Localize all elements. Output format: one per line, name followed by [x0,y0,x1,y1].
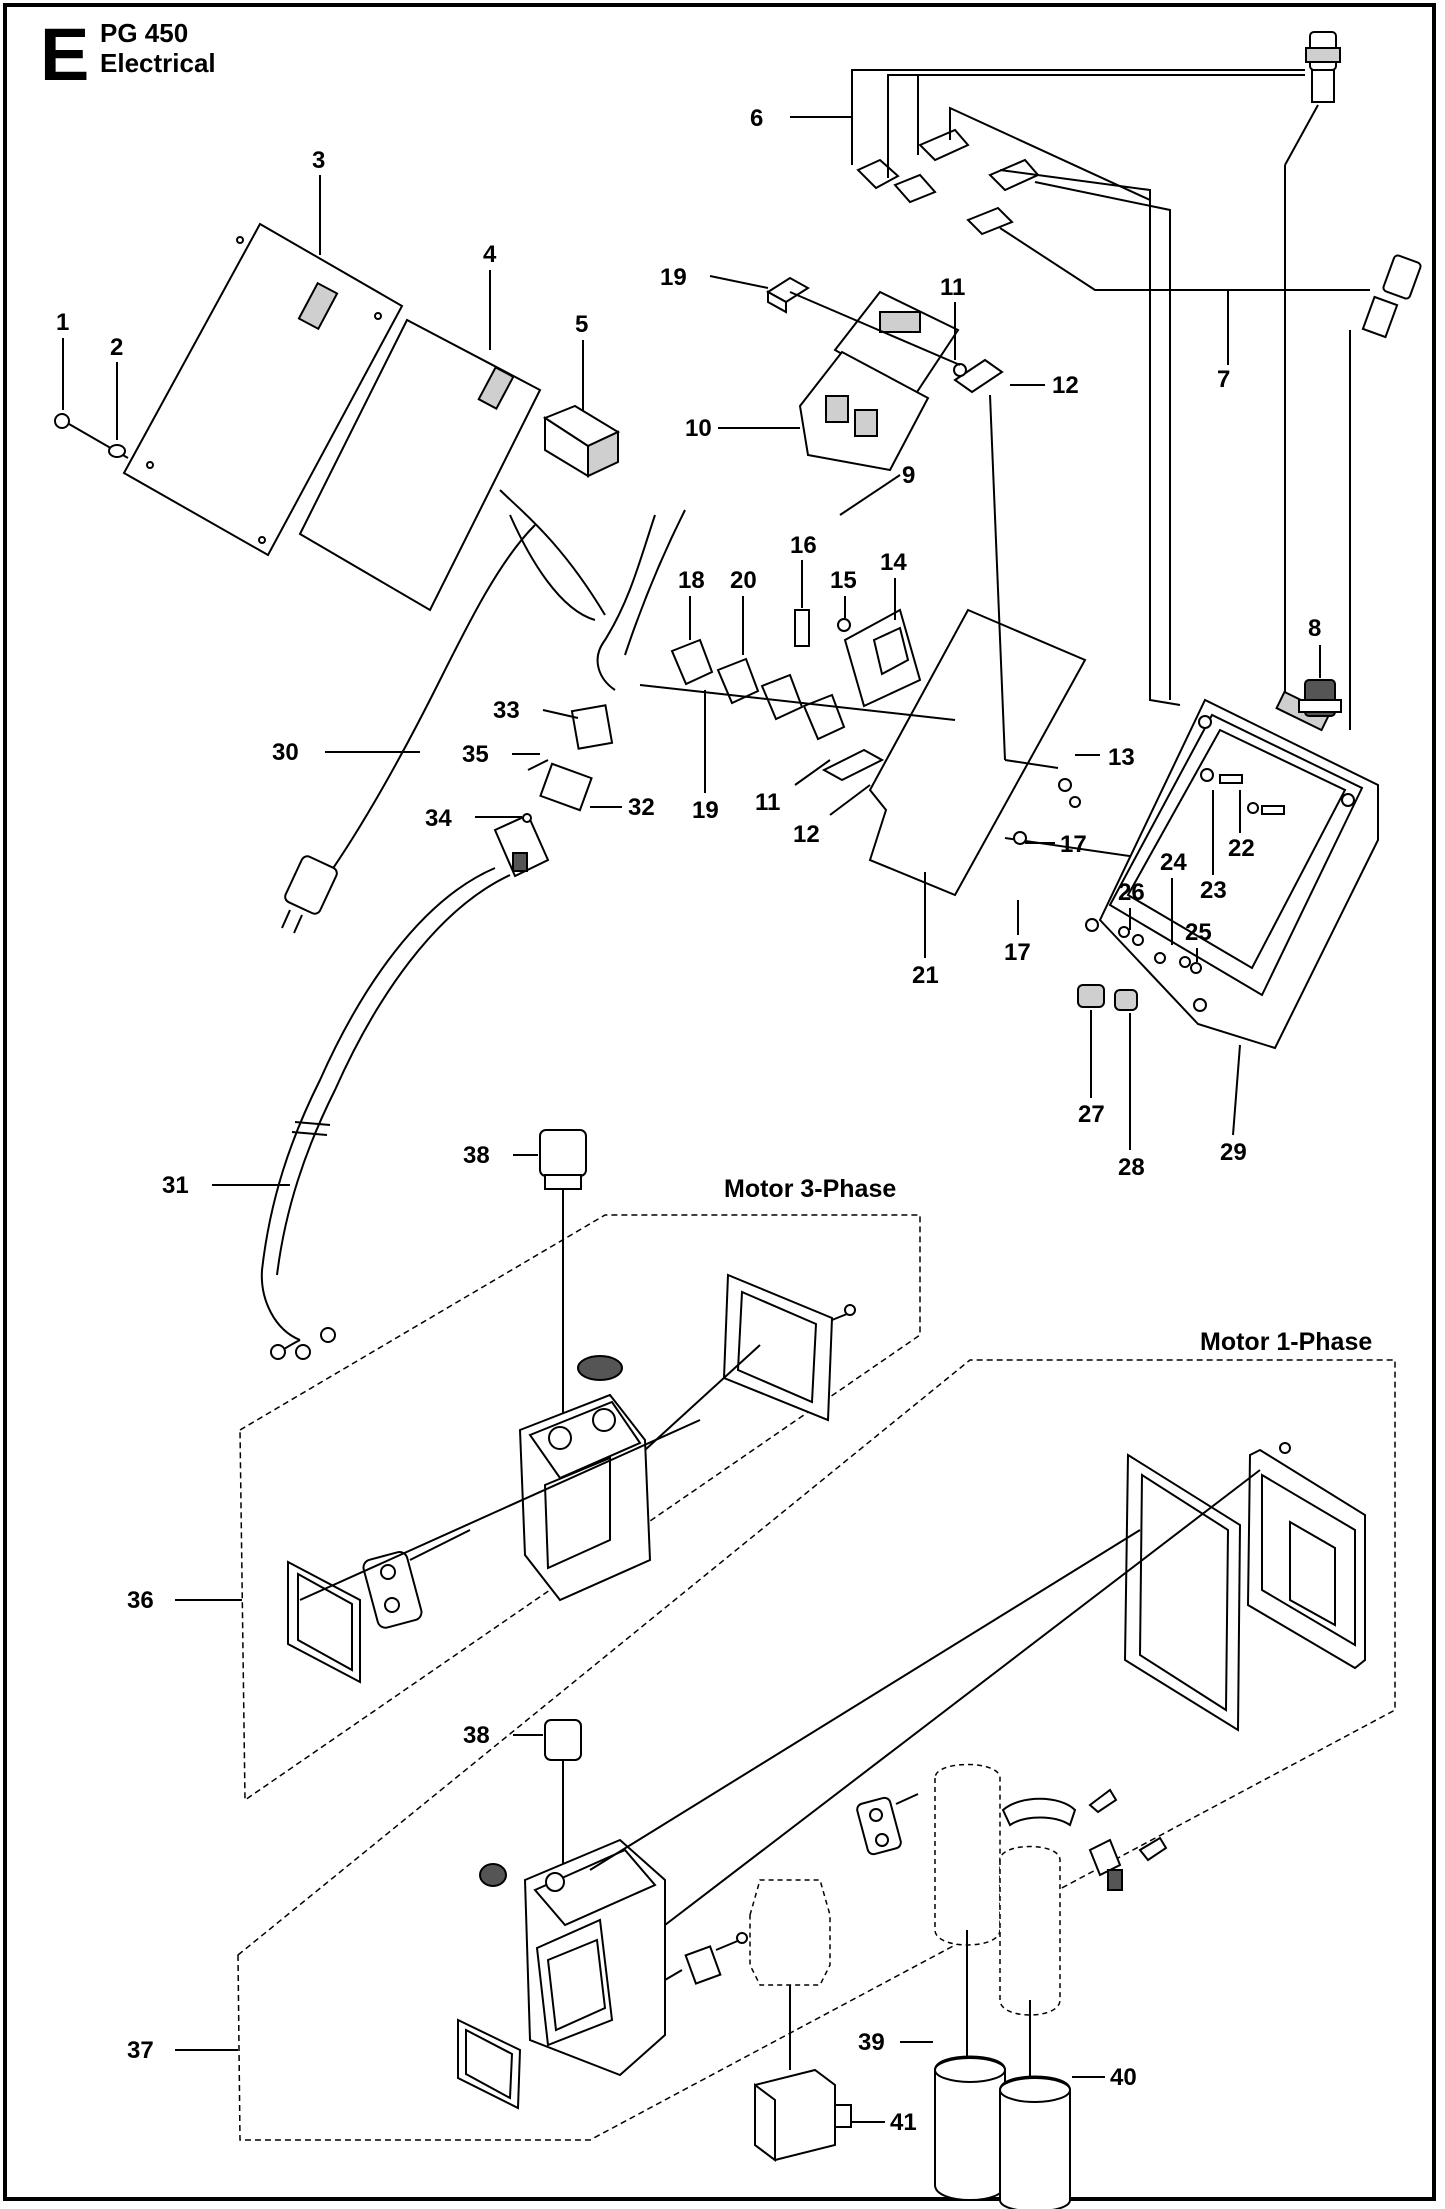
callout-27: 27 [1078,1101,1105,1128]
callout-35: 35 [462,741,489,768]
callout-25: 25 [1185,919,1212,946]
callout-21: 21 [912,962,939,989]
part-capacitor-39 [934,1763,1006,2201]
callout-3: 3 [312,147,325,174]
callout-17b: 17 [1004,939,1031,966]
part-mounting-plate [298,318,542,612]
part-cover-plate [122,222,404,557]
part-glands-27-28 [1077,984,1138,1011]
callout-32: 32 [628,794,655,821]
part-gland-38b [544,1719,582,1880]
callout-12a: 12 [1052,372,1079,399]
part-terminal-block-1-phase [856,1793,919,1856]
callout-11b: 11 [755,789,780,816]
callout-16: 16 [790,532,817,559]
part-switch-cover [542,404,621,478]
callout-26: 26 [1118,879,1145,906]
group-label-motor-3-phase: Motor 3-Phase [724,1175,897,1203]
callout-labels: 1 2 3 4 5 6 7 8 9 10 11 11 12 12 13 14 1… [56,105,1321,2136]
part-connector-7 [1361,254,1422,339]
callout-39: 39 [858,2029,885,2056]
callout-6: 6 [750,105,763,132]
callout-41: 41 [890,2109,917,2136]
part-relay-clip-19a [766,276,810,314]
part-cable-clips [856,128,1040,236]
part-indicator-8 [1298,679,1342,717]
part-mounting-base-plate [868,608,1087,897]
callout-19b: 19 [692,797,719,824]
callout-12b: 12 [793,821,820,848]
part-gasket-frame-1-phase [1123,1453,1242,1732]
callout-10: 10 [685,415,712,442]
part-washer-2 [108,444,126,458]
part-starter-module-41 [749,1879,852,2162]
part-gasket-1-phase [457,2018,522,2110]
callout-19a: 19 [660,264,687,291]
callout-30: 30 [272,739,299,766]
callout-22: 22 [1228,835,1255,862]
callout-29: 29 [1220,1139,1247,1166]
callout-18: 18 [678,567,705,594]
callout-36: 36 [127,1587,154,1614]
part-capacitor-clamps [1001,1788,1168,1891]
section-letter: E [40,13,90,96]
page-frame [3,3,1436,2201]
callout-9: 9 [902,462,915,489]
part-terminal-box-3-phase [518,1355,652,1602]
part-terminal-blocks [670,618,885,782]
callout-38a: 38 [463,1142,490,1169]
callout-37: 37 [127,2037,154,2064]
callout-15: 15 [830,567,857,594]
part-din-rail-12a [953,358,1004,394]
callout-8: 8 [1308,615,1321,642]
part-switch-1-phase [664,1932,748,1985]
part-connector-6 [1305,31,1341,103]
callout-23: 23 [1200,877,1227,904]
callout-38b: 38 [463,1722,490,1749]
part-terminal-box-1-phase [479,1838,666,2077]
callout-31: 31 [162,1172,189,1199]
callout-2: 2 [110,334,123,361]
part-terminal-block-3-phase [362,1529,471,1629]
callout-4: 4 [483,241,497,268]
part-capacitor-40 [999,1845,1071,2209]
callout-14: 14 [880,549,907,576]
callout-20: 20 [730,567,757,594]
callout-24: 24 [1160,849,1187,876]
callout-17a: 17 [1060,831,1087,858]
callout-40: 40 [1110,2064,1137,2091]
callout-34: 34 [425,805,452,832]
part-gland-38a [539,1129,587,1430]
part-power-cable-plug [281,489,606,934]
part-motor-cable [260,867,511,1360]
callout-1: 1 [56,309,69,336]
part-fuse-holders [794,608,922,708]
callout-28: 28 [1118,1154,1145,1181]
callout-13: 13 [1108,744,1135,771]
callout-11a: 11 [940,274,965,301]
part-gasket-frame-3-phase [722,1273,856,1422]
section-title: Electrical [100,48,216,78]
callout-33: 33 [493,697,520,724]
part-cover-1-phase [1246,1442,1366,1670]
part-contactor [798,290,960,472]
group-label-motor-1-phase: Motor 1-Phase [1200,1328,1373,1356]
part-gasket-plate-3-phase [287,1560,361,1684]
model-name: PG 450 [100,18,189,48]
callout-7: 7 [1217,366,1230,393]
part-switch-assembly [493,509,686,878]
part-fasteners-box [1013,768,1285,974]
callout-5: 5 [575,311,588,338]
